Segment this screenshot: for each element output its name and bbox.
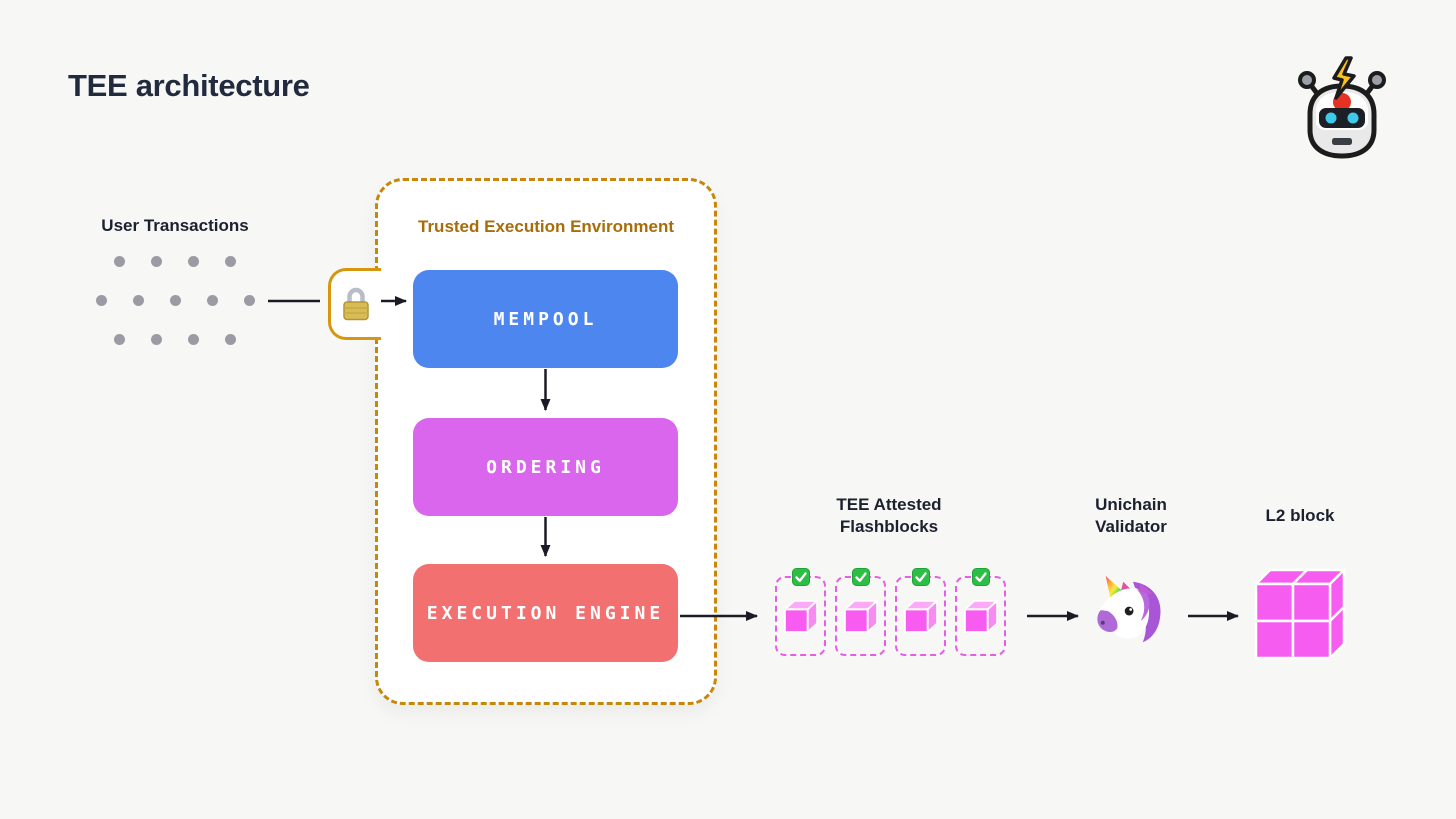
pink-cube-icon [842,598,880,634]
dot-row [84,334,266,345]
transaction-dot [114,256,125,267]
pink-cube-icon [782,598,820,634]
node-execution-engine: EXECUTION ENGINE [413,564,678,662]
transaction-dot [151,334,162,345]
node-mempool-label: MEMPOOL [493,308,598,330]
l2-block-label: L2 block [1265,506,1335,525]
validator-label-line2: Validator [1095,517,1167,536]
transaction-dot [188,256,199,267]
block-grid-cube-icon [1254,566,1346,665]
check-mark-icon [791,568,810,586]
node-execution-engine-label: EXECUTION ENGINE [426,602,665,624]
transaction-dot [206,295,218,306]
robot-lightning-icon [1294,52,1390,167]
node-mempool: MEMPOOL [413,270,678,368]
flashblock [895,568,946,656]
flashblocks-label-line2: Flashblocks [839,517,939,536]
tee-container-title: Trusted Execution Environment [418,217,674,236]
encrypted-entry-notch [328,268,381,340]
transaction-dot [225,256,236,267]
pink-cube-icon [962,598,1000,634]
padlock-icon [339,285,373,323]
transaction-dot [151,256,162,267]
transaction-dot [114,334,125,345]
transaction-dot [95,295,107,306]
check-mark-icon [851,568,870,586]
transaction-dot [169,295,181,306]
node-ordering-label: ORDERING [486,456,605,478]
flashblocks-label-line1: TEE Attested [836,495,942,514]
validator-label: Unichain Validator [1061,494,1201,538]
pink-cube-icon [902,598,940,634]
user-transactions-label: User Transactions [101,216,249,235]
page-title: TEE architecture [68,68,310,103]
check-mark-icon [911,568,930,586]
flashblock [835,568,886,656]
check-mark-icon [971,568,990,586]
transaction-dot [132,295,144,306]
transaction-dot [225,334,236,345]
transaction-dot [243,295,255,306]
user-transactions-dots [84,256,266,345]
validator-label-line1: Unichain [1095,495,1167,514]
dot-row [84,256,266,267]
transaction-dot [188,334,199,345]
unicorn-icon [1094,574,1172,657]
dot-row [84,295,266,306]
flashblock [775,568,826,656]
flashblocks-label: TEE Attested Flashblocks [789,494,989,538]
node-ordering: ORDERING [413,418,678,516]
flashblocks-row [775,568,1006,656]
flashblock [955,568,1006,656]
